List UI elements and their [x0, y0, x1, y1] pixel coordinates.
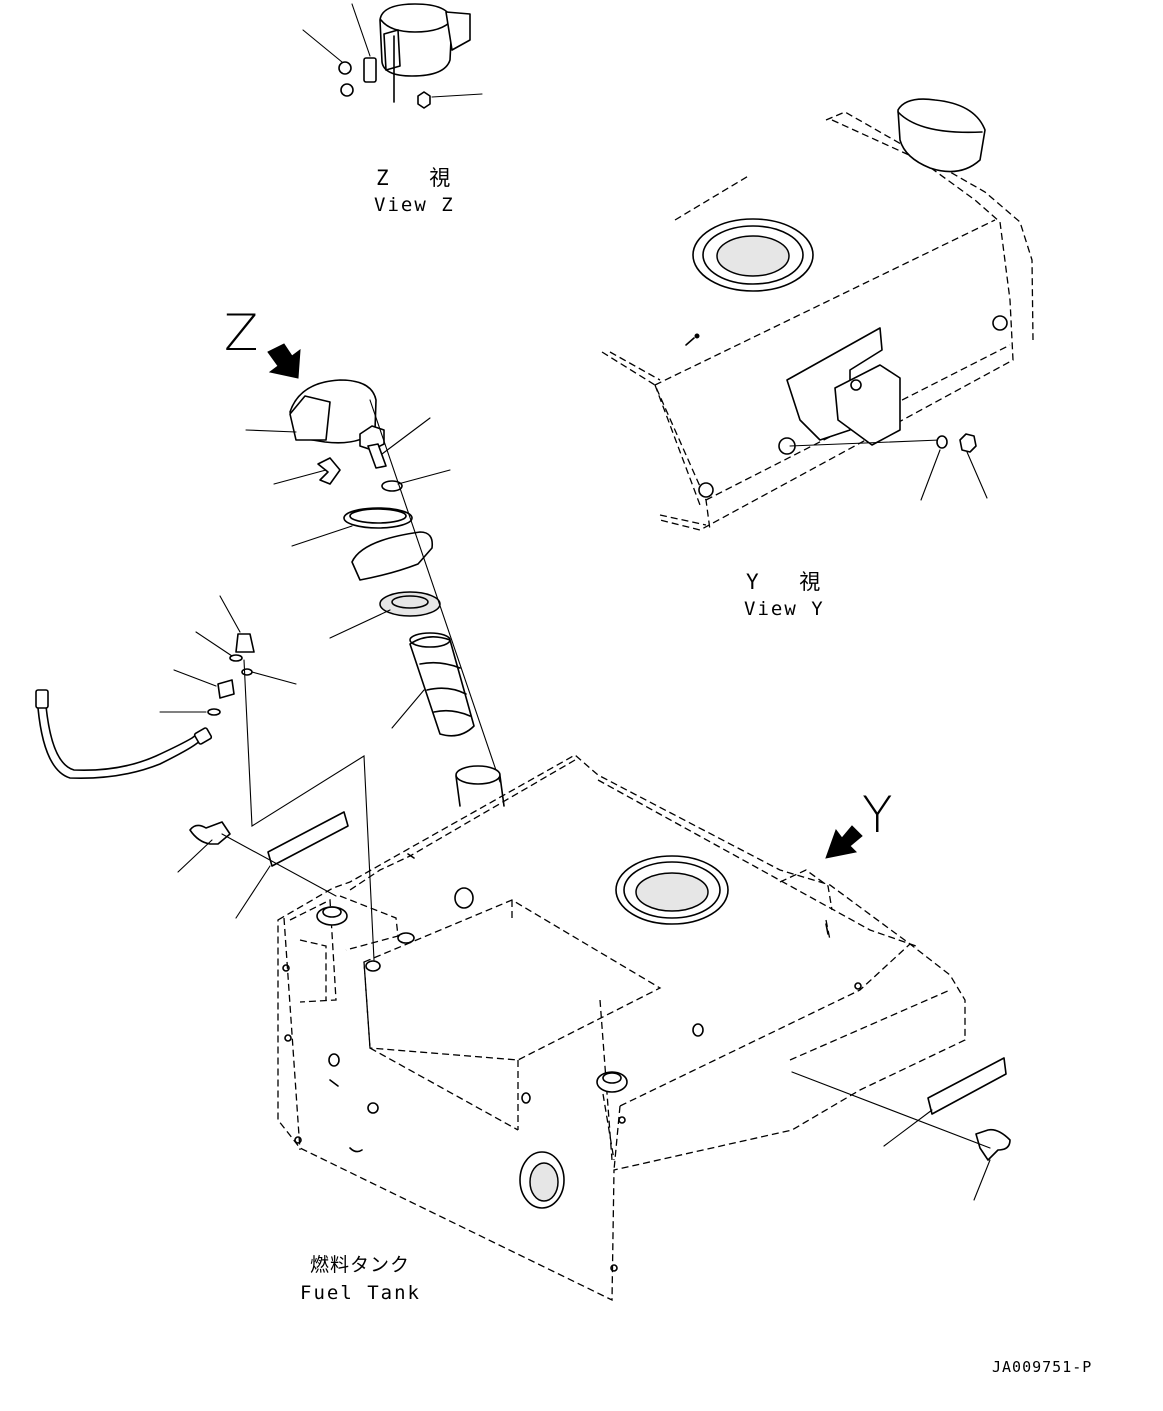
view-y-detail [601, 98, 1034, 531]
drawing-code: JA009751-P [992, 1358, 1093, 1376]
filler-assembly [245, 343, 505, 807]
fuel-tank-caption-en: Fuel Tank [300, 1282, 421, 1304]
view-y-marker: Y [862, 786, 893, 844]
arrow-icon [825, 825, 863, 859]
view-z-marker: Z [224, 304, 259, 362]
view-y-caption-jp: Y 視 [746, 570, 835, 594]
view-z-caption-en: View Z [374, 194, 455, 216]
fuel-tank-body [277, 754, 966, 1302]
hose-and-fittings [35, 595, 375, 961]
view-y-caption-en: View Y [744, 598, 825, 620]
arrow-icon [267, 343, 301, 379]
view-z-detail [302, 3, 483, 109]
right-plate-and-wing-bolt [791, 1057, 1011, 1201]
left-plate-and-wing-bolt [177, 811, 349, 919]
fuel-tank-caption-jp: 燃料タンク [310, 1254, 411, 1276]
view-z-caption-jp: Z 視 [376, 166, 465, 190]
